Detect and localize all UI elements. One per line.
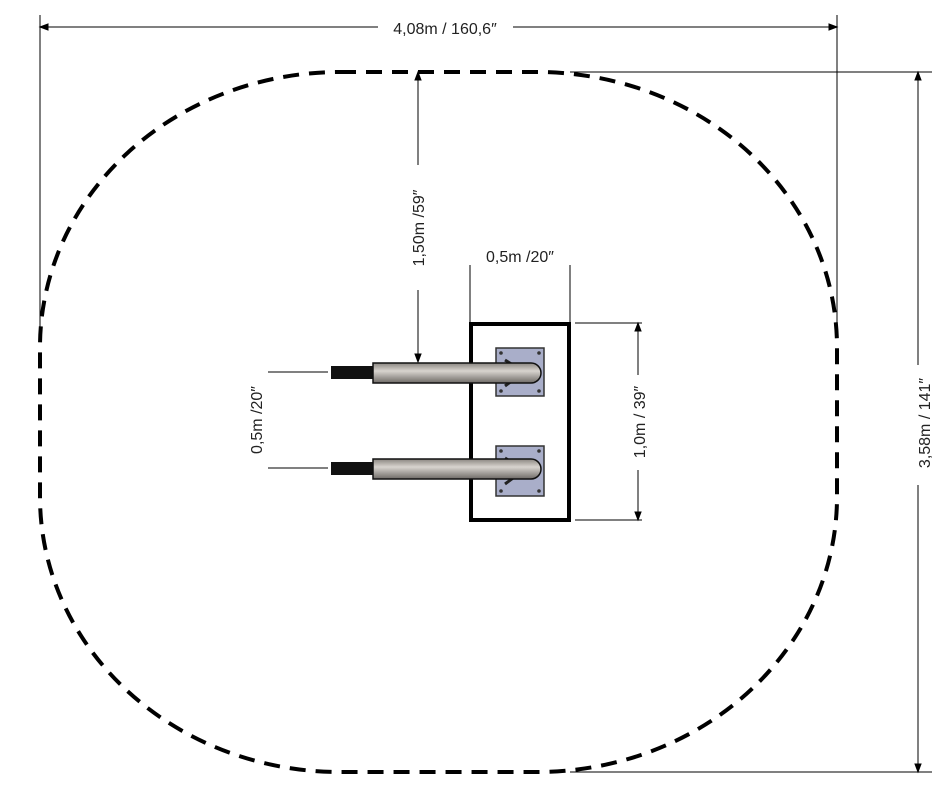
safety-zone-outline [38, 70, 839, 774]
overall-depth-label: 3,58m / 141″ [917, 378, 934, 469]
overall-width-dimension [38, 15, 839, 330]
frame-width-label: 0,5m /20″ [486, 249, 554, 266]
lower-bar-assembly [331, 445, 545, 497]
bar-grip [331, 462, 374, 475]
frame-length-label: 1,0m / 39″ [632, 385, 649, 458]
bar-tube [372, 458, 542, 480]
clearance-label: 1,50m /59″ [411, 189, 428, 266]
equipment-frame [469, 322, 571, 522]
frame-length-dimension [575, 321, 642, 522]
bar-spacing-label: 0,5m /20″ [249, 386, 266, 454]
bar-spacing-dimension [268, 371, 328, 469]
bar-tube [372, 362, 542, 384]
upper-bar-assembly [331, 347, 545, 397]
bar-grip [331, 366, 374, 379]
overall-width-label: 4,08m / 160,6″ [393, 21, 497, 38]
overall-depth-dimension [570, 70, 932, 774]
frame-width-dimension [469, 265, 571, 322]
